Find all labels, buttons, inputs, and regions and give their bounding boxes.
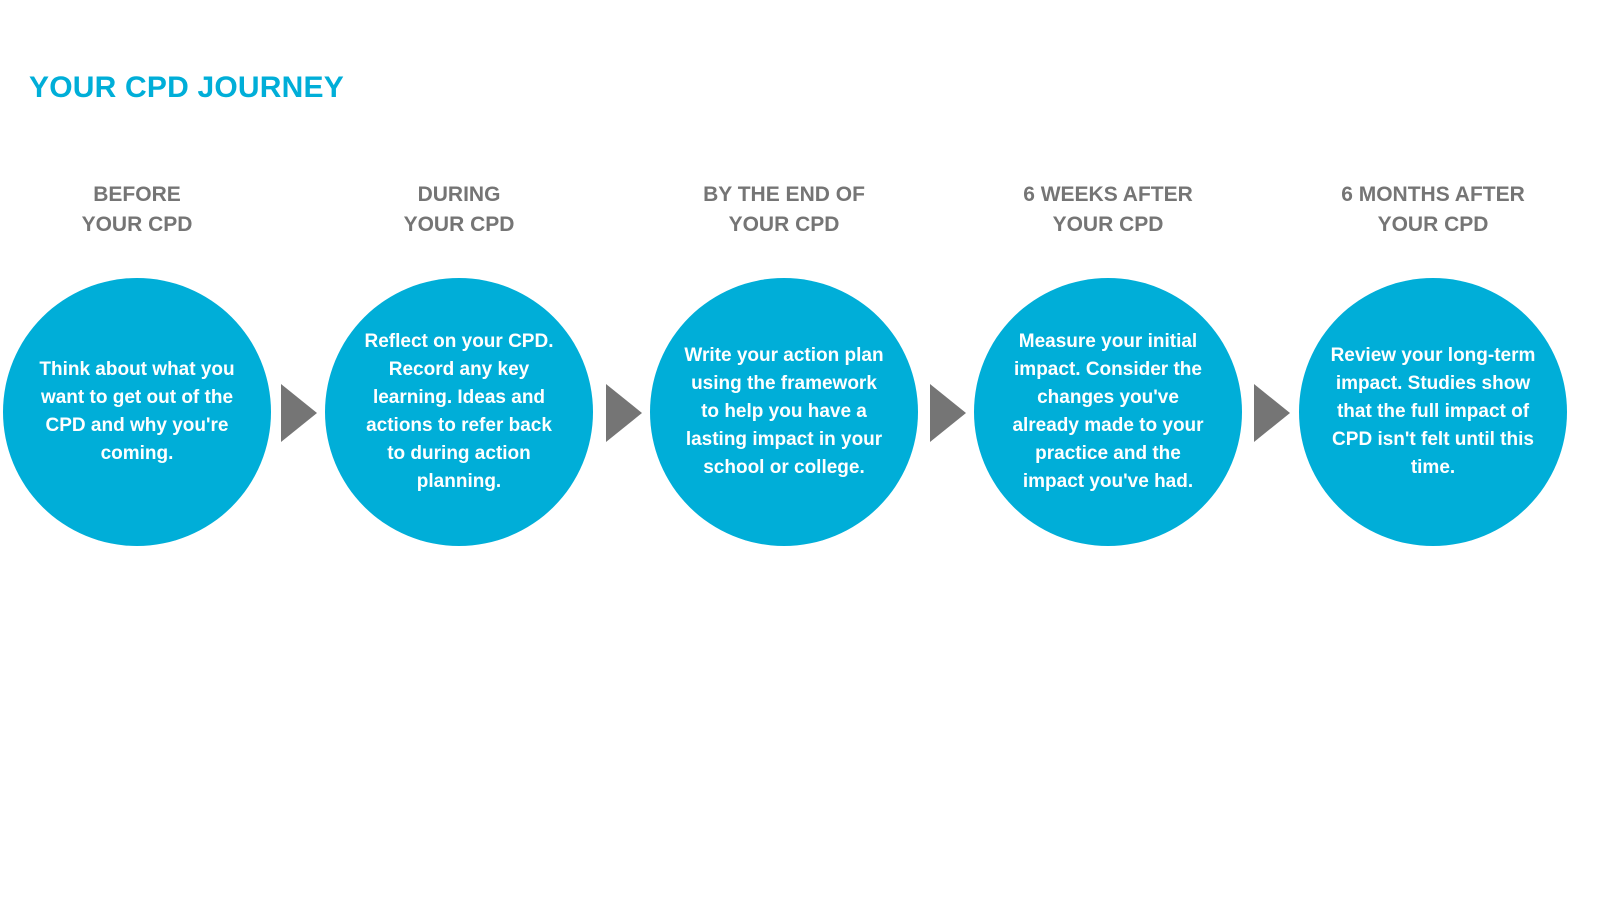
stage-heading-line1: DURING <box>417 183 501 206</box>
stage-heading-line2: YOUR CPD <box>81 213 193 236</box>
stage-heading-line2: YOUR CPD <box>728 213 840 236</box>
arrow-right-icon <box>281 384 317 442</box>
stage-during: DURING YOUR CPD Reflect on your CPD. Rec… <box>325 0 593 560</box>
stage-description: Write your action plan using the framewo… <box>684 345 884 478</box>
stage-description: Review your long-term impact. Studies sh… <box>1330 345 1536 478</box>
stage-6-weeks: 6 WEEKS AFTER YOUR CPD Measure your init… <box>974 0 1242 560</box>
page-title: YOUR CPD JOURNEY <box>29 71 344 104</box>
stage-6-months: 6 MONTHS AFTER YOUR CPD Review your long… <box>1299 0 1567 560</box>
stage-description: Think about what you want to get out of … <box>39 359 235 464</box>
stage-circle: Reflect on your CPD. Record any key lear… <box>325 278 593 546</box>
stage-circle: Review your long-term impact. Studies sh… <box>1299 278 1567 546</box>
stage-heading-line1: 6 MONTHS AFTER <box>1341 183 1525 206</box>
stage-heading-line2: YOUR CPD <box>403 213 515 236</box>
stage-before: BEFORE YOUR CPD Think about what you wan… <box>3 0 271 560</box>
stage-end-of: BY THE END OF YOUR CPD Write your action… <box>650 0 918 560</box>
stage-circle: Measure your initial impact. Consider th… <box>974 278 1242 546</box>
stage-circle: Think about what you want to get out of … <box>3 278 271 546</box>
stage-heading: 6 MONTHS AFTER YOUR CPD <box>1299 180 1567 240</box>
stage-heading-line2: YOUR CPD <box>1377 213 1489 236</box>
stage-heading: 6 WEEKS AFTER YOUR CPD <box>974 180 1242 240</box>
stage-description: Reflect on your CPD. Record any key lear… <box>364 331 554 492</box>
stage-heading-line2: YOUR CPD <box>1052 213 1164 236</box>
arrow-right-icon <box>1254 384 1290 442</box>
stage-heading-line1: BEFORE <box>93 183 181 206</box>
stage-heading: BEFORE YOUR CPD <box>3 180 271 240</box>
stage-description: Measure your initial impact. Consider th… <box>1012 331 1204 492</box>
stage-circle: Write your action plan using the framewo… <box>650 278 918 546</box>
stage-heading-line1: 6 WEEKS AFTER <box>1023 183 1193 206</box>
stage-heading: DURING YOUR CPD <box>325 180 593 240</box>
arrow-right-icon <box>606 384 642 442</box>
stage-heading: BY THE END OF YOUR CPD <box>650 180 918 240</box>
arrow-right-icon <box>930 384 966 442</box>
stage-heading-line1: BY THE END OF <box>703 183 865 206</box>
